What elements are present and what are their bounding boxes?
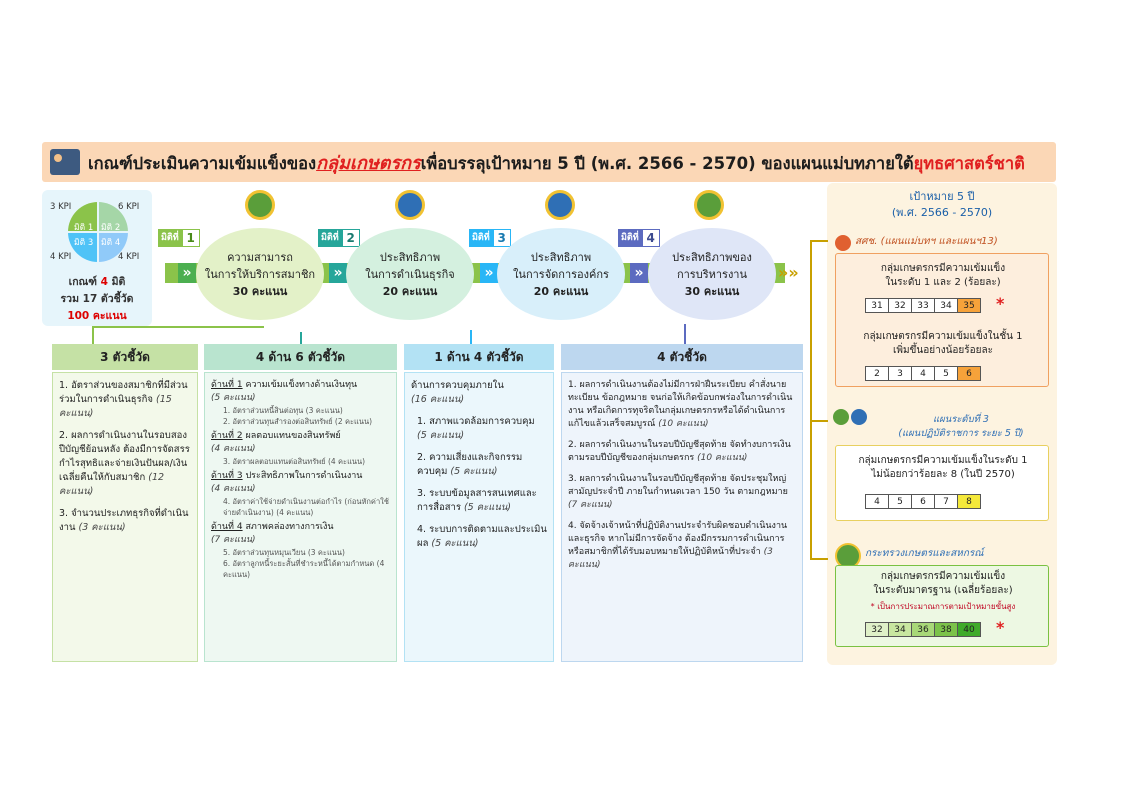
ministry-target: กลุ่มเกษตรกรมีความเข้มแข็งในระดับมาตรฐาน… bbox=[873, 571, 1013, 596]
seal-icon bbox=[545, 190, 575, 220]
col-3-body: ด้านการควบคุมภายใน (16 คะแนน) 1. สภาพแวด… bbox=[404, 372, 554, 662]
kpi-q3: 4 KPI bbox=[50, 252, 72, 262]
col-4-header: 4 ตัวชี้วัด bbox=[561, 344, 803, 370]
connector-line bbox=[92, 326, 94, 344]
kpi-q4: 4 KPI bbox=[118, 252, 140, 262]
connector-line bbox=[810, 240, 828, 242]
ministry-label: กระทรวงเกษตรและสหกรณ์ bbox=[865, 548, 984, 559]
highlight-star: * bbox=[996, 618, 1005, 637]
connector-line bbox=[684, 324, 686, 344]
ministry-seal-icon bbox=[835, 543, 861, 569]
nesdc-label: สศช. (แผนแม่บทฯ และแผนฯ13) bbox=[855, 236, 998, 247]
seal-icon bbox=[694, 190, 724, 220]
connector-line bbox=[810, 558, 828, 560]
dimension-tag-4: มิติที่4 bbox=[618, 229, 660, 247]
chevron-icon: » bbox=[178, 263, 196, 283]
connector-line bbox=[810, 420, 828, 422]
chevron-icon: » bbox=[630, 263, 648, 283]
kpi-q1: 3 KPI bbox=[50, 202, 72, 212]
chevron-icon: » bbox=[480, 263, 498, 283]
nesdc-target-box: กลุ่มเกษตรกรมีความเข้มแข็งในระดับ 1 และ … bbox=[835, 253, 1049, 387]
title-bar: เกณฑ์ประเมินความเข้มแข็งของกลุ่มเกษตรกรเ… bbox=[42, 142, 1056, 182]
kpi-summary-box: 3 KPI 6 KPI 4 KPI 4 KPI มิติ 1 มิติ 2 มิ… bbox=[42, 190, 152, 326]
connector-line bbox=[92, 326, 264, 328]
ministry-target-box: กลุ่มเกษตรกรมีความเข้มแข็งในระดับมาตรฐาน… bbox=[835, 565, 1049, 647]
highlight-star: * bbox=[996, 294, 1005, 313]
department-logo-icon bbox=[851, 409, 867, 425]
dimension-tag-1: มิติที่1 bbox=[158, 229, 200, 247]
target-panel: เป้าหมาย 5 ปี(พ.ศ. 2566 - 2570) สศช. (แผ… bbox=[827, 183, 1057, 665]
dimension-pie-icon: มิติ 1 มิติ 2 มิติ 3 มิติ 4 bbox=[68, 202, 128, 262]
level3-plan-label: แผนระดับที่ 3(แผนปฏิบัติราชการ ระยะ 5 ปี… bbox=[898, 414, 1024, 439]
kpi-total: เกณฑ์ 4 มิติ รวม 17 ตัวชี้วัด 100 คะแนน bbox=[60, 276, 134, 322]
dimension-tag-3: มิติที่3 bbox=[469, 229, 511, 247]
col-2-body: ด้านที่ 1 ความเข้มแข็งทางด้านเงินทุน (5 … bbox=[204, 372, 397, 662]
col-2-header: 4 ด้าน 6 ตัวชี้วัด bbox=[204, 344, 397, 370]
nesdc-target-1: กลุ่มเกษตรกรมีความเข้มแข็งในระดับ 1 และ … bbox=[880, 263, 1006, 288]
nesdc-logo-icon bbox=[835, 235, 851, 251]
connector-line bbox=[810, 240, 812, 560]
dimension-tag-2: มิติที่2 bbox=[318, 229, 360, 247]
kpi-q2: 6 KPI bbox=[118, 202, 140, 212]
ministry-logo-icon bbox=[833, 409, 849, 425]
col-4-body: 1. ผลการดำเนินงานต้องไม่มีการฝ่าฝืนระเบี… bbox=[561, 372, 803, 662]
goal-heading: เป้าหมาย 5 ปี(พ.ศ. 2566 - 2570) bbox=[891, 190, 993, 219]
team-icon bbox=[50, 149, 80, 175]
seal-icon bbox=[245, 190, 275, 220]
connector-line bbox=[300, 332, 302, 344]
chevron-icon: » bbox=[329, 263, 347, 283]
col-1-header: 3 ตัวชี้วัด bbox=[52, 344, 198, 370]
connector-line bbox=[470, 330, 472, 344]
col-1-body: 1. อัตราส่วนของสมาชิกที่มีส่วนร่วมในการด… bbox=[52, 372, 198, 662]
seal-icon bbox=[395, 190, 425, 220]
ministry-note: * เป็นการประมาณการตามเป้าหมายขั้นสูง bbox=[870, 602, 1016, 611]
col-3-header: 1 ด้าน 4 ตัวชี้วัด bbox=[404, 344, 554, 370]
double-arrow-icon: »» bbox=[778, 263, 799, 282]
page-title: เกณฑ์ประเมินความเข้มแข็งของกลุ่มเกษตรกรเ… bbox=[88, 152, 1025, 174]
